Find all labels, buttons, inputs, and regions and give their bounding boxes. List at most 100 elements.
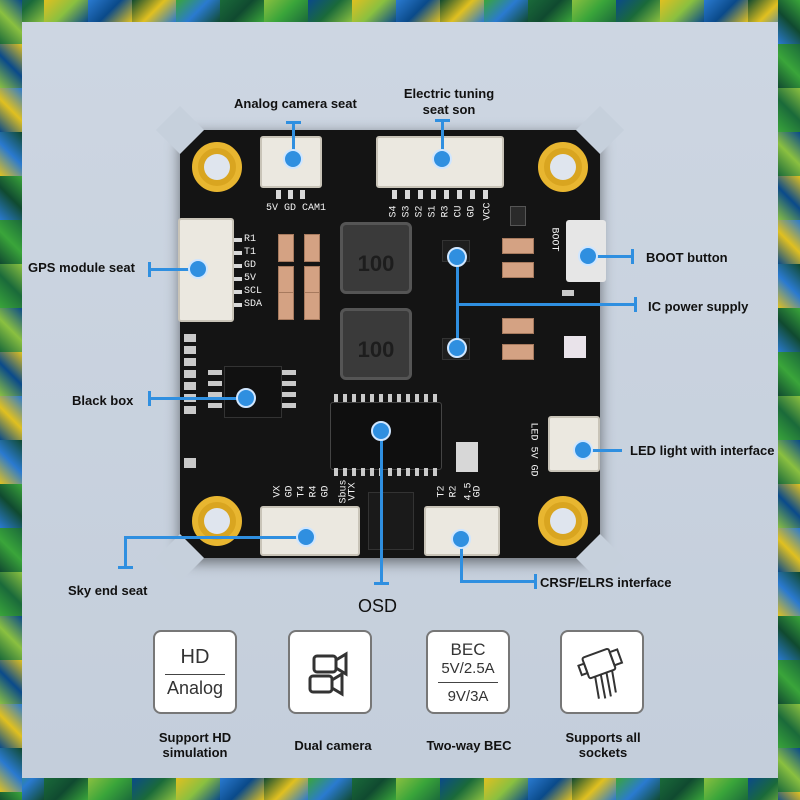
border-tile — [44, 0, 88, 22]
esc-pin — [444, 190, 449, 199]
chip-pin — [343, 468, 347, 476]
gps-pin — [234, 264, 242, 268]
border-tile — [484, 778, 528, 800]
gps-pin — [234, 277, 242, 281]
border-tile — [396, 0, 440, 22]
border-tile — [660, 778, 704, 800]
border-tile — [0, 484, 22, 528]
border-tile — [778, 132, 800, 176]
border-tile — [778, 220, 800, 264]
border-tile — [44, 778, 88, 800]
chip-pin — [406, 468, 410, 476]
gps-pin-label: 5V — [244, 273, 257, 284]
border-tile — [220, 778, 264, 800]
border-tile — [352, 0, 396, 22]
chip-pin — [343, 394, 347, 402]
chip-pin — [415, 394, 419, 402]
chip-pin — [388, 468, 392, 476]
gps-pin-label: T1 — [244, 247, 257, 258]
border-tile — [778, 352, 800, 396]
capacitor — [502, 262, 534, 278]
smd-part — [562, 290, 574, 296]
capacitor — [304, 234, 320, 262]
border-tile — [778, 176, 800, 220]
chip-pin — [208, 392, 222, 397]
solder-pad — [184, 458, 196, 468]
inductor-label: 100 — [357, 251, 395, 276]
leader-line — [596, 255, 632, 258]
border-tile — [778, 308, 800, 352]
border-tile — [220, 0, 264, 22]
border-tile — [572, 0, 616, 22]
chip-pin — [370, 468, 374, 476]
leader-tick — [634, 297, 637, 312]
smd-part — [510, 206, 526, 226]
border-tile — [0, 792, 22, 800]
border-tile — [0, 528, 22, 572]
gps-pin-label: GD — [244, 260, 257, 271]
border-tile — [778, 660, 800, 704]
esc-pin-label: GD — [466, 205, 478, 218]
border-tile — [440, 0, 484, 22]
capacitor — [304, 266, 320, 294]
border-tile — [0, 396, 22, 440]
border-tile — [778, 264, 800, 308]
border-tile — [660, 0, 704, 22]
gps-pin-label: R1 — [244, 234, 257, 245]
solder-pad — [184, 406, 196, 414]
label-black-box: Black box — [72, 393, 134, 408]
chip-pin — [361, 394, 365, 402]
border-tile — [778, 88, 800, 132]
chip-pin — [208, 381, 222, 386]
gps-pin — [234, 303, 242, 307]
border-tile — [778, 440, 800, 484]
marker-dot — [371, 421, 391, 441]
border-tile — [0, 660, 22, 704]
solder-pad — [184, 382, 196, 390]
esc-pin — [470, 190, 475, 199]
leader-line — [124, 536, 304, 539]
rgb-led — [564, 336, 586, 358]
leader-tick — [286, 121, 301, 124]
capacitor — [278, 292, 294, 320]
leader-line — [380, 432, 383, 584]
border-tile — [132, 0, 176, 22]
chip-pin — [282, 381, 296, 386]
border-tile — [778, 0, 800, 44]
leader-tick — [374, 582, 389, 585]
inductor: 100 — [340, 222, 412, 294]
capacitor — [502, 344, 534, 360]
chip-pin — [334, 468, 338, 476]
gps-pin-label: SCL — [244, 286, 263, 297]
boot-label: BOOT — [548, 227, 560, 252]
hd-analog-icon: HD Analog — [153, 630, 237, 714]
chip-pin — [334, 394, 338, 402]
chip-pin — [397, 394, 401, 402]
crystal — [456, 442, 478, 472]
esc-pin — [418, 190, 423, 199]
chip-pin — [424, 394, 428, 402]
vtx-pin-label: VX — [272, 485, 284, 498]
border-tile — [0, 264, 22, 308]
chip-pin — [397, 468, 401, 476]
border-tile — [0, 132, 22, 176]
chip-pin — [415, 468, 419, 476]
caption-supports-all-sockets: Supports all sockets — [565, 730, 641, 760]
gps-pin — [234, 290, 242, 294]
caption-dual-camera: Dual camera — [294, 738, 372, 753]
hd-text: HD — [180, 646, 210, 668]
border-tile — [616, 0, 660, 22]
border-tile — [0, 0, 22, 44]
border-tile — [0, 176, 22, 220]
capacitor — [502, 318, 534, 334]
gps-pin — [234, 251, 242, 255]
vtx-pin-label: T4 — [296, 485, 308, 498]
caption-hd-simulation: Support HD simulation — [158, 730, 232, 760]
label-osd: OSD — [358, 596, 398, 616]
label-gps-module-seat: GPS module seat — [28, 260, 135, 275]
esc-pin — [483, 190, 488, 199]
bec-5v-text: 5V/2.5A — [441, 660, 495, 677]
border-tile — [0, 616, 22, 660]
esc-pin-label: S1 — [427, 205, 439, 218]
vtx-regulator — [368, 492, 414, 550]
